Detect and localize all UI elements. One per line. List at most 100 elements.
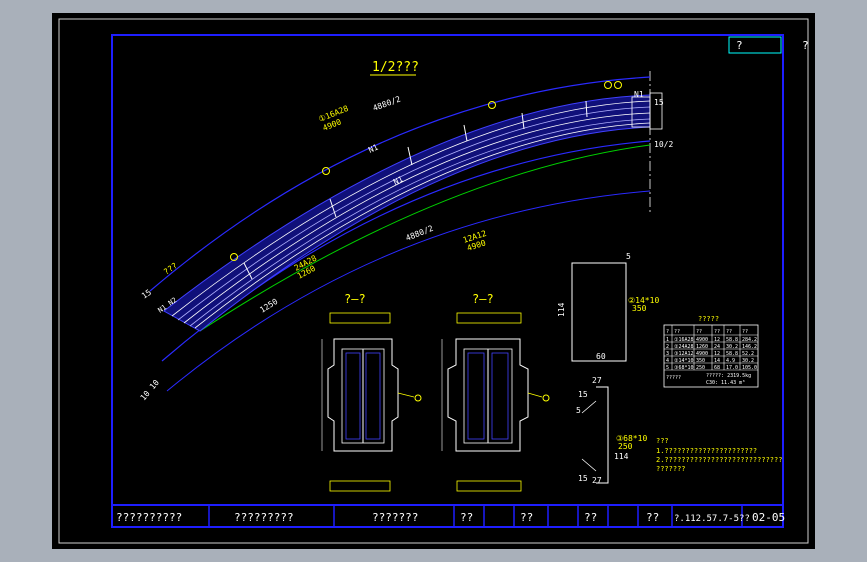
td-1-5: 146.2 xyxy=(742,344,757,350)
td-1-3: 24 xyxy=(714,344,720,350)
callout-bottom-dim: 10 10 xyxy=(139,378,161,402)
title-block: ?????????? ????????? ??????? ?? ?? ?? ??… xyxy=(111,504,785,528)
callout-inner-arc: 4880/2 xyxy=(404,224,434,243)
td-0-1: ①16A28 xyxy=(674,337,694,343)
th-4: ?? xyxy=(726,329,732,335)
callout-n1-mid: N1 xyxy=(392,175,405,187)
td-1-4: 30.2 xyxy=(726,344,738,350)
inner-arc xyxy=(166,190,651,392)
hook-left-top: 15 xyxy=(578,390,588,399)
title-cell-5: ?? xyxy=(520,511,533,524)
rebar-table: ????? ? ?? ?? ?? ?? ?? 1 ①16A28 4900 12 … xyxy=(663,315,759,388)
hook-bottom: 27 xyxy=(592,476,602,485)
th-5: ?? xyxy=(742,329,748,335)
hook-left-bottom: 15 xyxy=(578,474,588,483)
notes-line-2: 2.???????????????????????????? xyxy=(656,456,782,464)
curved-beam xyxy=(163,94,651,332)
td-4-3: 68 xyxy=(714,365,720,371)
rebar-line-3 xyxy=(183,112,651,324)
table-footer-values: ?????: 2319.5kg xyxy=(706,373,751,379)
hook-detail: 27 15 5 ③68*10 250 114 15 27 xyxy=(576,376,647,485)
table-footer: ????? xyxy=(666,375,681,381)
td-3-2: 350 xyxy=(696,358,705,364)
corner-tag-box xyxy=(728,36,782,54)
title-cell-7: ?? xyxy=(646,511,659,524)
rebar-line-5 xyxy=(194,122,651,329)
notes-title: ??? xyxy=(656,437,669,445)
table-footer-values2: C30: 11.43 m³ xyxy=(706,380,745,386)
td-0-5: 284.2 xyxy=(742,337,757,343)
stirrup-callout: ②14*10 xyxy=(628,296,659,305)
title-cell-4: ?? xyxy=(460,511,473,524)
cad-drawing: ? ? 1/2??? ①16A28 4900 4880/2 4880/2 12A… xyxy=(58,18,809,544)
title-cell-2: ????????? xyxy=(234,511,294,524)
title-cell-6: ?? xyxy=(584,511,597,524)
td-2-3: 12 xyxy=(714,351,720,357)
section-a-label: ?—? xyxy=(344,292,366,306)
beam-section-ticks xyxy=(243,100,588,280)
td-0-2: 4900 xyxy=(696,337,708,343)
rebar-line-2 xyxy=(177,106,651,321)
title-cell-1: ?????????? xyxy=(116,511,182,524)
th-2: ?? xyxy=(696,329,702,335)
outer-border xyxy=(58,18,809,544)
td-2-1: ③12A12 xyxy=(674,351,694,357)
notes-line-1: 1.?????????????????????? xyxy=(656,447,757,455)
hook-callout: ③68*10 xyxy=(616,434,647,443)
td-0-4: 58.8 xyxy=(726,337,738,343)
title-cell-9: 02-05 xyxy=(752,511,785,524)
hook-mid: 5 xyxy=(576,406,581,415)
section-b-label: ?—? xyxy=(472,292,494,306)
td-4-2: 250 xyxy=(696,365,705,371)
td-4-0: 5 xyxy=(666,365,669,371)
rebar-line-4 xyxy=(189,118,651,327)
td-4-5: 105.0 xyxy=(742,365,757,371)
corner-tag: ? xyxy=(736,39,743,52)
td-3-1: ②14*10 xyxy=(674,358,694,364)
td-3-5: 30.2 xyxy=(742,358,754,364)
stirrup-callout-len: 350 xyxy=(632,304,647,313)
callout-n1-top: N1 xyxy=(367,143,380,155)
drawing-canvas[interactable]: ? ? 1/2??? ①16A28 4900 4880/2 4880/2 12A… xyxy=(52,13,815,549)
rebar-line-1 xyxy=(171,100,651,317)
title-cell-8: ?.112.57.7-5?? xyxy=(674,514,750,524)
th-3: ?? xyxy=(714,329,720,335)
bar-markers xyxy=(230,81,622,261)
beam-end-box xyxy=(649,92,663,130)
td-2-5: 52.2 xyxy=(742,351,754,357)
callout-right-dim2: 15 xyxy=(654,98,664,107)
td-4-4: 17.0 xyxy=(726,365,738,371)
outer-arc xyxy=(149,76,651,292)
section-b: ?—? xyxy=(441,292,550,492)
td-2-2: 4900 xyxy=(696,351,708,357)
td-0-0: 1 xyxy=(666,337,669,343)
td-4-1: ③68*10 xyxy=(674,365,694,371)
plan-title: 1/2??? xyxy=(372,60,419,75)
callout-right-dim: 10/2 xyxy=(654,140,673,149)
title-cell-3: ??????? xyxy=(372,511,418,524)
section-a: ?—? xyxy=(321,292,422,492)
td-3-4: 4.9 xyxy=(726,358,735,364)
notes-line-3: ??????? xyxy=(656,465,686,473)
hook-right: 114 xyxy=(614,452,629,461)
green-arc xyxy=(199,144,651,332)
callout-outer-arc: 4880/2 xyxy=(372,94,402,112)
stirrup-left: 114 xyxy=(557,302,566,317)
hook-callout-len: 250 xyxy=(618,442,633,451)
td-1-0: 2 xyxy=(666,344,669,350)
stirrup-top: 5 xyxy=(626,252,631,261)
stirrup-detail: 5 114 60 ②14*10 350 xyxy=(557,252,659,362)
th-1: ?? xyxy=(674,329,680,335)
td-3-3: 14 xyxy=(714,358,720,364)
callout-radius: 1250 xyxy=(258,297,279,315)
td-2-0: 3 xyxy=(666,351,669,357)
hook-top: 27 xyxy=(592,376,602,385)
td-0-3: 12 xyxy=(714,337,720,343)
th-0: ? xyxy=(666,329,669,335)
stirrup-bottom: 60 xyxy=(596,352,606,361)
td-1-1: ②24A28 xyxy=(674,344,694,350)
callout-n1-side: N1 xyxy=(634,90,644,99)
corner-mark: ? xyxy=(802,39,809,52)
notes: ??? 1.?????????????????????? 2.?????????… xyxy=(656,437,782,473)
td-2-4: 58.8 xyxy=(726,351,738,357)
